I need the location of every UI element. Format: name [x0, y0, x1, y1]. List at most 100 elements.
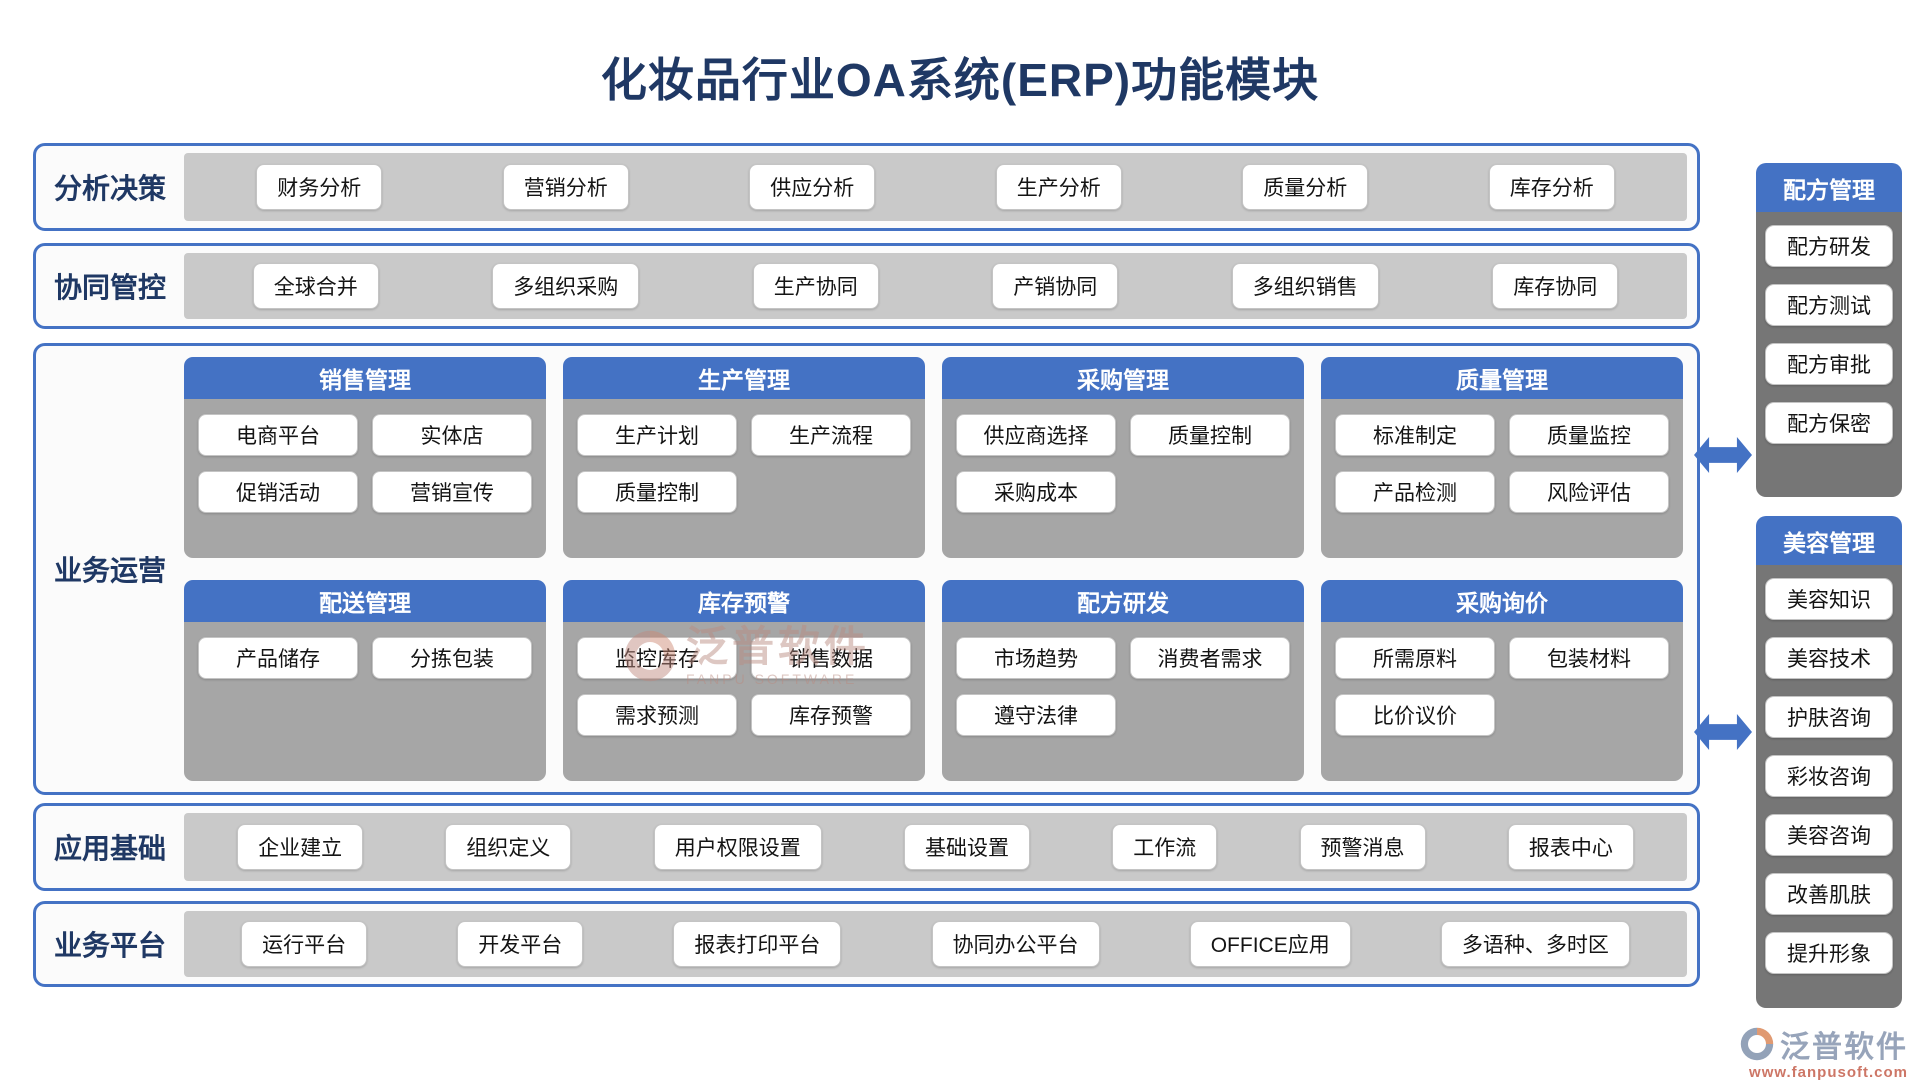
module-header: 配方研发: [942, 580, 1304, 622]
feature-button[interactable]: 生产流程: [751, 414, 911, 456]
fanpu-logo-icon: [1740, 1027, 1774, 1061]
feature-button[interactable]: 比价议价: [1335, 694, 1495, 736]
feature-button[interactable]: 质量分析: [1242, 164, 1369, 210]
module-inventory-alert: 库存预警 监控库存 销售数据 需求预测 库存预警: [563, 580, 925, 781]
sidebar-panel-beauty: 美容管理 美容知识 美容技术 护肤咨询 彩妆咨询 美容咨询 改善肌肤 提升形象: [1756, 516, 1902, 1008]
module-header: 库存预警: [563, 580, 925, 622]
feature-button[interactable]: 多组织采购: [492, 263, 640, 309]
module-purchasing: 采购管理 供应商选择 质量控制 采购成本: [942, 357, 1304, 558]
module-header: 质量管理: [1321, 357, 1683, 399]
band-foundation-label: 应用基础: [53, 833, 166, 864]
operations-label: 业务运营: [53, 555, 166, 586]
sidebar-panel-formula: 配方管理 配方研发 配方测试 配方审批 配方保密: [1756, 163, 1902, 497]
feature-button[interactable]: 配方保密: [1765, 402, 1893, 444]
page-title: 化妆品行业OA系统(ERP)功能模块: [600, 54, 1320, 106]
sidebar-panel-header: 美容管理: [1756, 516, 1902, 565]
module-production: 生产管理 生产计划 生产流程 质量控制: [563, 357, 925, 558]
feature-button[interactable]: 生产计划: [577, 414, 737, 456]
feature-button[interactable]: 包装材料: [1509, 637, 1669, 679]
feature-button[interactable]: 促销活动: [198, 471, 358, 513]
feature-button[interactable]: 消费者需求: [1130, 637, 1290, 679]
feature-button[interactable]: 供应分析: [749, 164, 876, 210]
module-distribution: 配送管理 产品储存 分拣包装: [184, 580, 546, 781]
feature-button[interactable]: 协同办公平台: [931, 921, 1100, 967]
feature-button[interactable]: 质量控制: [1130, 414, 1290, 456]
band-platform-strip: 运行平台 开发平台 报表打印平台 协同办公平台 OFFICE应用 多语种、多时区: [184, 911, 1687, 977]
feature-button[interactable]: 销售数据: [751, 637, 911, 679]
band-platform-label: 业务平台: [53, 930, 166, 961]
module-purchase-inquiry: 采购询价 所需原料 包装材料 比价议价: [1321, 580, 1683, 781]
footer-brand-name: 泛普软件: [1780, 1031, 1908, 1064]
feature-button[interactable]: 库存分析: [1488, 164, 1615, 210]
feature-button[interactable]: 库存协同: [1492, 263, 1619, 309]
operations-grid: 销售管理 电商平台 实体店 促销活动 营销宣传 生产管理 生产计划 生产流程 质…: [184, 357, 1683, 781]
feature-button[interactable]: 基础设置: [903, 824, 1030, 870]
feature-button[interactable]: 质量控制: [577, 471, 737, 513]
feature-button[interactable]: 运行平台: [241, 921, 368, 967]
feature-button[interactable]: 企业建立: [237, 824, 364, 870]
band-collab-label: 协同管控: [53, 272, 166, 303]
feature-button[interactable]: 财务分析: [256, 164, 383, 210]
module-header: 销售管理: [184, 357, 546, 399]
feature-button[interactable]: 产品储存: [198, 637, 358, 679]
feature-button[interactable]: 预警消息: [1299, 824, 1426, 870]
module-sales: 销售管理 电商平台 实体店 促销活动 营销宣传: [184, 357, 546, 558]
feature-button[interactable]: 标准制定: [1335, 414, 1495, 456]
feature-button[interactable]: 需求预测: [577, 694, 737, 736]
feature-button[interactable]: 市场趋势: [956, 637, 1116, 679]
feature-button[interactable]: 提升形象: [1765, 932, 1893, 974]
sidebar-panel-header: 配方管理: [1756, 163, 1902, 212]
feature-button[interactable]: 库存预警: [751, 694, 911, 736]
feature-button[interactable]: 多组织销售: [1231, 263, 1379, 309]
feature-button[interactable]: 电商平台: [198, 414, 358, 456]
module-header: 采购询价: [1321, 580, 1683, 622]
feature-button[interactable]: 质量监控: [1509, 414, 1669, 456]
feature-button[interactable]: 彩妆咨询: [1765, 755, 1893, 797]
feature-button[interactable]: 产品检测: [1335, 471, 1495, 513]
feature-button[interactable]: 美容知识: [1765, 578, 1893, 620]
band-collab: 协同管控 全球合并 多组织采购 生产协同 产销协同 多组织销售 库存协同: [33, 243, 1700, 329]
feature-button[interactable]: 改善肌肤: [1765, 873, 1893, 915]
feature-button[interactable]: 生产分析: [995, 164, 1122, 210]
feature-button[interactable]: 美容咨询: [1765, 814, 1893, 856]
feature-button[interactable]: 美容技术: [1765, 637, 1893, 679]
module-header: 配送管理: [184, 580, 546, 622]
band-analysis-strip: 财务分析 营销分析 供应分析 生产分析 质量分析 库存分析: [184, 153, 1687, 221]
feature-button[interactable]: 营销分析: [502, 164, 629, 210]
feature-button[interactable]: 产销协同: [992, 263, 1119, 309]
band-collab-strip: 全球合并 多组织采购 生产协同 产销协同 多组织销售 库存协同: [184, 253, 1687, 319]
feature-button[interactable]: 配方测试: [1765, 284, 1893, 326]
feature-button[interactable]: 供应商选择: [956, 414, 1116, 456]
feature-button[interactable]: 所需原料: [1335, 637, 1495, 679]
feature-button[interactable]: 配方审批: [1765, 343, 1893, 385]
feature-button[interactable]: 生产协同: [752, 263, 879, 309]
band-analysis: 分析决策 财务分析 营销分析 供应分析 生产分析 质量分析 库存分析: [33, 143, 1700, 231]
feature-button[interactable]: 全球合并: [252, 263, 379, 309]
feature-button[interactable]: 用户权限设置: [653, 824, 822, 870]
module-formula-rd: 配方研发 市场趋势 消费者需求 遵守法律: [942, 580, 1304, 781]
feature-button[interactable]: 分拣包装: [372, 637, 532, 679]
feature-button[interactable]: 开发平台: [457, 921, 584, 967]
feature-button[interactable]: 多语种、多时区: [1440, 921, 1630, 967]
feature-button[interactable]: OFFICE应用: [1189, 921, 1351, 967]
band-platform: 业务平台 运行平台 开发平台 报表打印平台 协同办公平台 OFFICE应用 多语…: [33, 901, 1700, 987]
feature-button[interactable]: 监控库存: [577, 637, 737, 679]
module-header: 采购管理: [942, 357, 1304, 399]
feature-button[interactable]: 组织定义: [445, 824, 572, 870]
feature-button[interactable]: 护肤咨询: [1765, 696, 1893, 738]
feature-button[interactable]: 工作流: [1112, 824, 1218, 870]
feature-button[interactable]: 遵守法律: [956, 694, 1116, 736]
footer-url-link[interactable]: www.fanpusoft.com: [1749, 1064, 1908, 1081]
footer-brand-block: 泛普软件 www.fanpusoft.com: [1739, 1022, 1908, 1081]
double-arrow-icon: [1694, 437, 1752, 473]
band-foundation-strip: 企业建立 组织定义 用户权限设置 基础设置 工作流 预警消息 报表中心: [184, 813, 1687, 881]
double-arrow-icon: [1694, 714, 1752, 750]
feature-button[interactable]: 报表中心: [1507, 824, 1634, 870]
feature-button[interactable]: 采购成本: [956, 471, 1116, 513]
feature-button[interactable]: 配方研发: [1765, 225, 1893, 267]
feature-button[interactable]: 营销宣传: [372, 471, 532, 513]
feature-button[interactable]: 实体店: [372, 414, 532, 456]
module-quality: 质量管理 标准制定 质量监控 产品检测 风险评估: [1321, 357, 1683, 558]
feature-button[interactable]: 风险评估: [1509, 471, 1669, 513]
feature-button[interactable]: 报表打印平台: [673, 921, 842, 967]
